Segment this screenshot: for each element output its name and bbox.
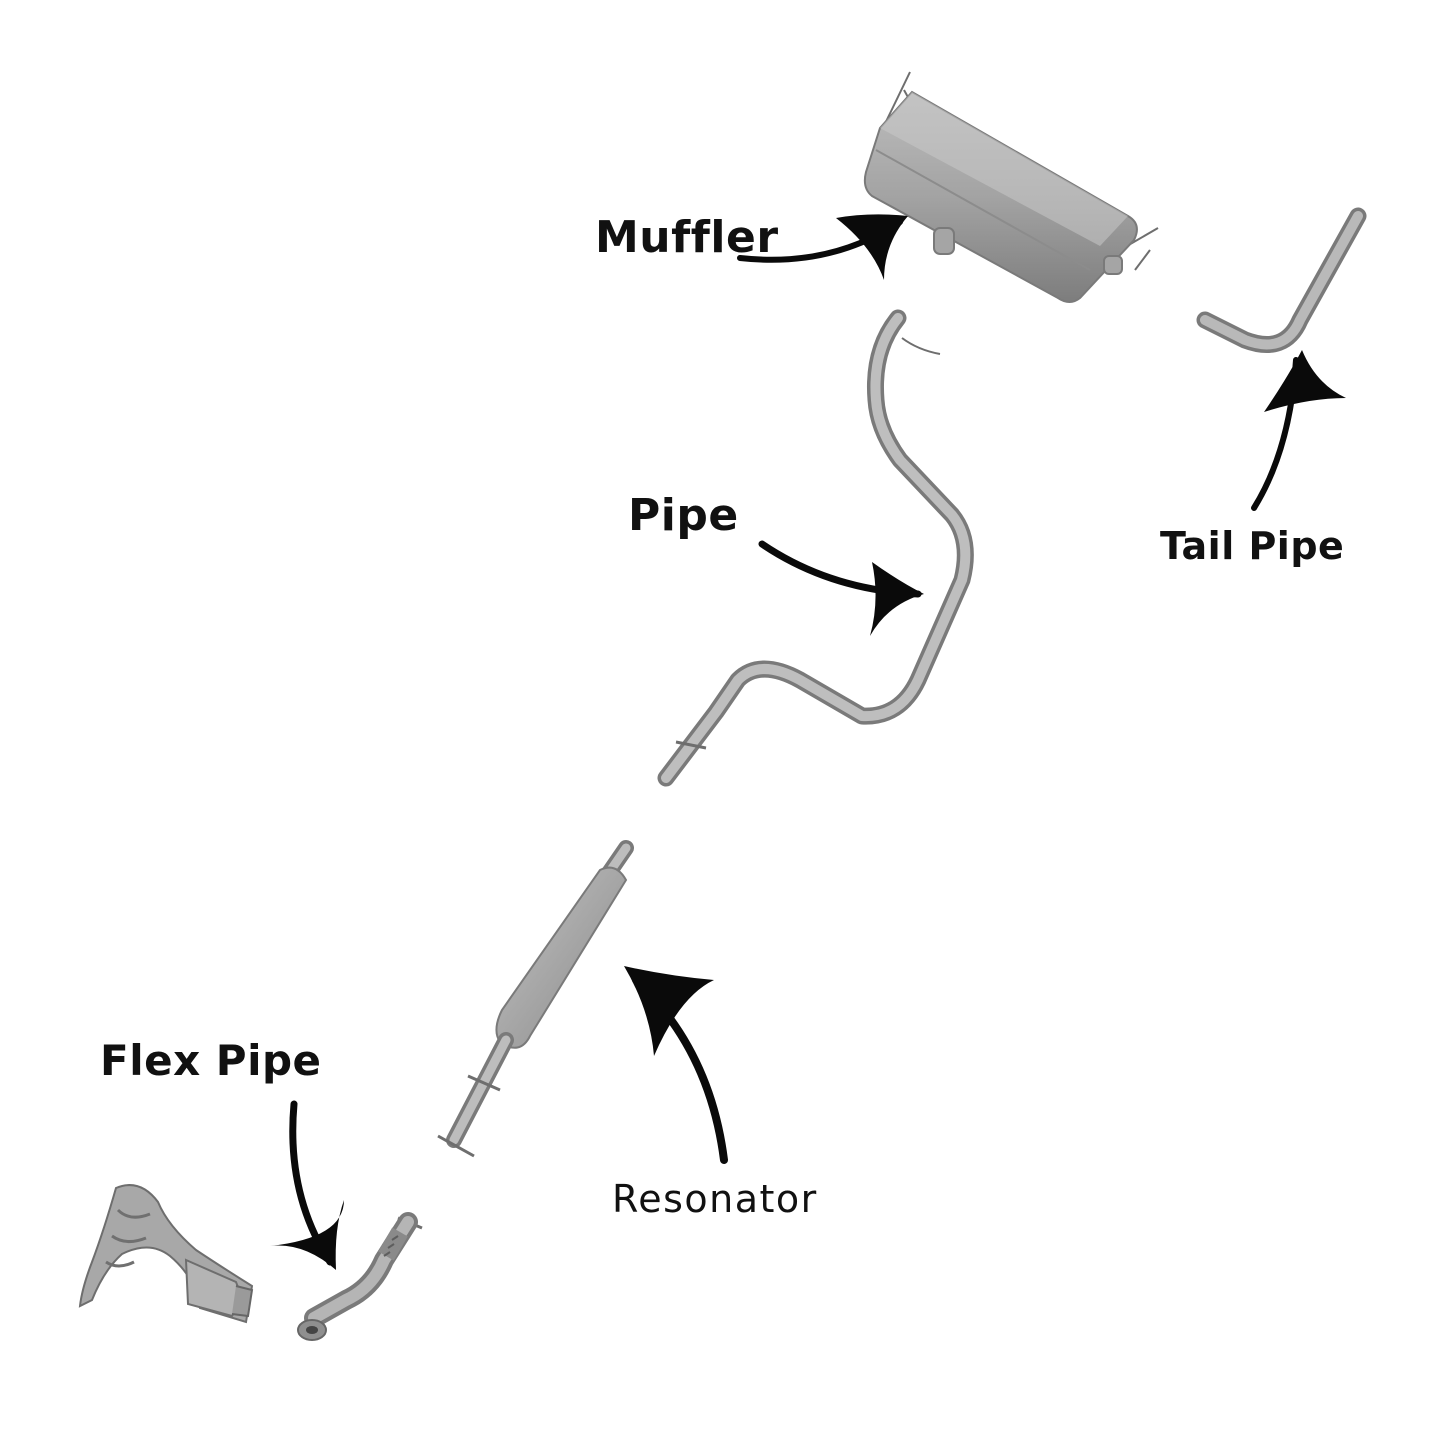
- muffler-label: Muffler: [595, 212, 779, 263]
- muffler-arrow: [737, 214, 908, 280]
- exhaust-manifold-part: [78, 1184, 254, 1324]
- tail-pipe-arrow: [1251, 350, 1346, 511]
- pipe-arrow: [758, 540, 924, 636]
- tail-pipe-label: Tail Pipe: [1160, 524, 1345, 568]
- tail-pipe-part: [1196, 207, 1367, 353]
- resonator-label: Resonator: [612, 1177, 818, 1221]
- flex-pipe-arrow: [270, 1100, 344, 1270]
- muffler-part: [863, 71, 1159, 303]
- resonator-arrow: [624, 966, 728, 1164]
- intermediate-pipe-part: [657, 309, 974, 787]
- flex-pipe-label: Flex Pipe: [100, 1036, 322, 1085]
- pipe-label: Pipe: [628, 490, 739, 541]
- flex-pipe-part: [297, 1212, 423, 1341]
- resonator-part: [437, 840, 634, 1158]
